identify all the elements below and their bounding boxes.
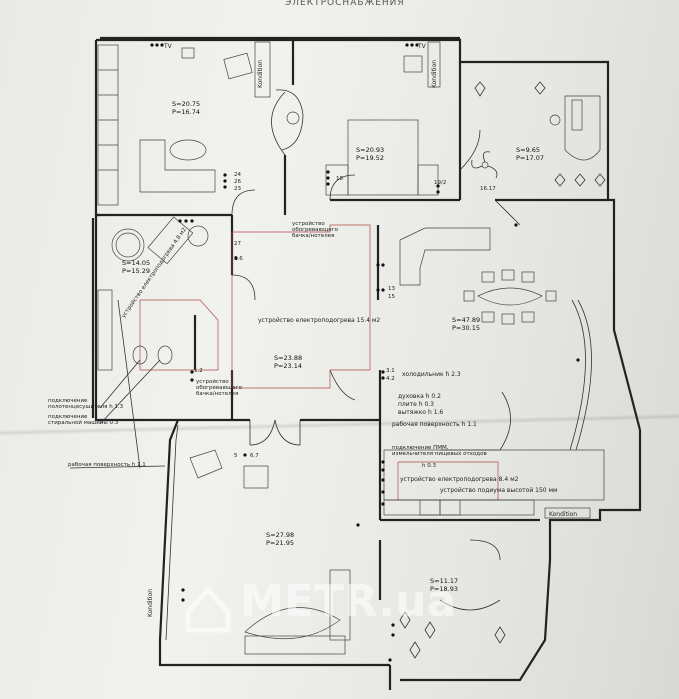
point-number: 1.2 <box>194 368 203 374</box>
room-labels: S=20.75 P=16.74 S=20.93 P=19.52 S=9.65 P… <box>122 100 544 593</box>
room-se-area: S=11.17 <box>430 577 458 585</box>
bedroom-area: S=20.75 <box>172 100 200 108</box>
living-room-area: S=27.98 <box>266 531 294 539</box>
point-number: 27 <box>234 241 241 247</box>
tv-label: TV <box>163 43 173 50</box>
master-bedroom-perimeter: P=19.52 <box>356 154 384 162</box>
plan-title: ЭЛЕКТРОСНАБЖЕНИЯ <box>285 0 405 8</box>
podium-label: устройство подиума высотой 150 мм <box>440 487 558 494</box>
dishwasher-label: подключение ПММ, <box>392 445 449 451</box>
plant-icon <box>474 81 606 187</box>
fan-icon <box>471 151 498 179</box>
point-number: 5 <box>234 453 238 459</box>
living-room-perimeter: P=21.95 <box>266 539 294 547</box>
point-number: 24 <box>234 172 241 178</box>
watermark: METR.ua <box>185 576 456 633</box>
dishwasher-label: h 0.3 <box>422 463 436 469</box>
kitchen-heating-label: устройство електроподогрева 8.4 м2 <box>400 476 519 483</box>
hall-heating-label: устройство електроподогрева 15.4 м2 <box>258 317 380 324</box>
tv-label: TV <box>417 43 427 50</box>
bedroom-perimeter: P=16.74 <box>172 108 200 116</box>
boiler-label: обогревающего <box>196 385 243 391</box>
furniture <box>97 41 606 659</box>
oven-label: духовка h 0.2 <box>398 393 441 400</box>
outer-walls <box>91 36 642 690</box>
kondition-label: Kondition <box>257 60 264 88</box>
point-number: 26 <box>234 179 241 185</box>
hall-perimeter: P=23.14 <box>274 362 302 370</box>
living-kitchen-area: S=47.89 <box>452 316 480 324</box>
master-bedroom-area: S=20.93 <box>356 146 384 154</box>
interior-walls <box>96 40 608 600</box>
kondition-label: Kondition <box>431 60 438 88</box>
bathroom-area: S=14.05 <box>122 259 150 267</box>
room-se-perimeter: P=18.93 <box>430 585 458 593</box>
watermark-text: METR.ua <box>240 576 456 627</box>
stove-label: плите h 0.3 <box>398 401 434 408</box>
work-surface-label: рабочая поверхность h 1.1 <box>392 421 477 428</box>
office-area: S=9.65 <box>516 146 540 154</box>
doors <box>231 91 521 446</box>
point-number: 23 <box>234 186 241 192</box>
towel-dryer-label: полотенцесушителя h 1.3 <box>48 404 124 410</box>
point-number: 19/2 <box>434 180 446 186</box>
outlet-markers <box>150 43 580 662</box>
point-number: 13 <box>388 286 395 292</box>
point-number: 4.2 <box>386 376 395 382</box>
living-kitchen-perimeter: P=30.15 <box>452 324 480 332</box>
plant-icon <box>399 611 506 659</box>
boiler-label: устройство <box>292 220 325 227</box>
fridge-label: холодильник h 2.3 <box>402 371 461 378</box>
office-perimeter: P=17.07 <box>516 154 544 162</box>
point-number: 18 <box>336 176 343 182</box>
point-number: 2.6 <box>234 256 243 262</box>
hall-area: S=23.88 <box>274 354 302 362</box>
boiler-label: бачка/нотелея <box>292 233 334 239</box>
washer-label: подключение <box>48 414 88 420</box>
work-surface-label: рабочая поверхность h 1.1 <box>68 462 146 468</box>
bathroom-perimeter: P=15.29 <box>122 267 150 275</box>
point-number: 3.1 <box>386 368 395 374</box>
annotation-labels: Kondition Kondition Kondition Kondition … <box>48 43 591 617</box>
boiler-label: устройство <box>196 378 229 385</box>
kondition-label: Kondition <box>147 589 154 617</box>
dishwasher-label: измельчителя пищевых отходов <box>392 451 487 457</box>
hood-label: вытяжко h 1.6 <box>398 409 443 416</box>
boiler-label: обогревающего <box>292 227 339 233</box>
point-number: 15 <box>388 294 395 300</box>
towel-dryer-label: подключение <box>48 398 88 404</box>
point-number: 16.17 <box>480 186 496 192</box>
boiler-label: бачка/нотелея <box>196 391 238 397</box>
heating-zones <box>139 224 499 501</box>
washer-label: стиральной машины 0.3 <box>48 419 119 426</box>
point-number: 6.7 <box>250 453 259 459</box>
kondition-label: Kondition <box>549 511 577 518</box>
